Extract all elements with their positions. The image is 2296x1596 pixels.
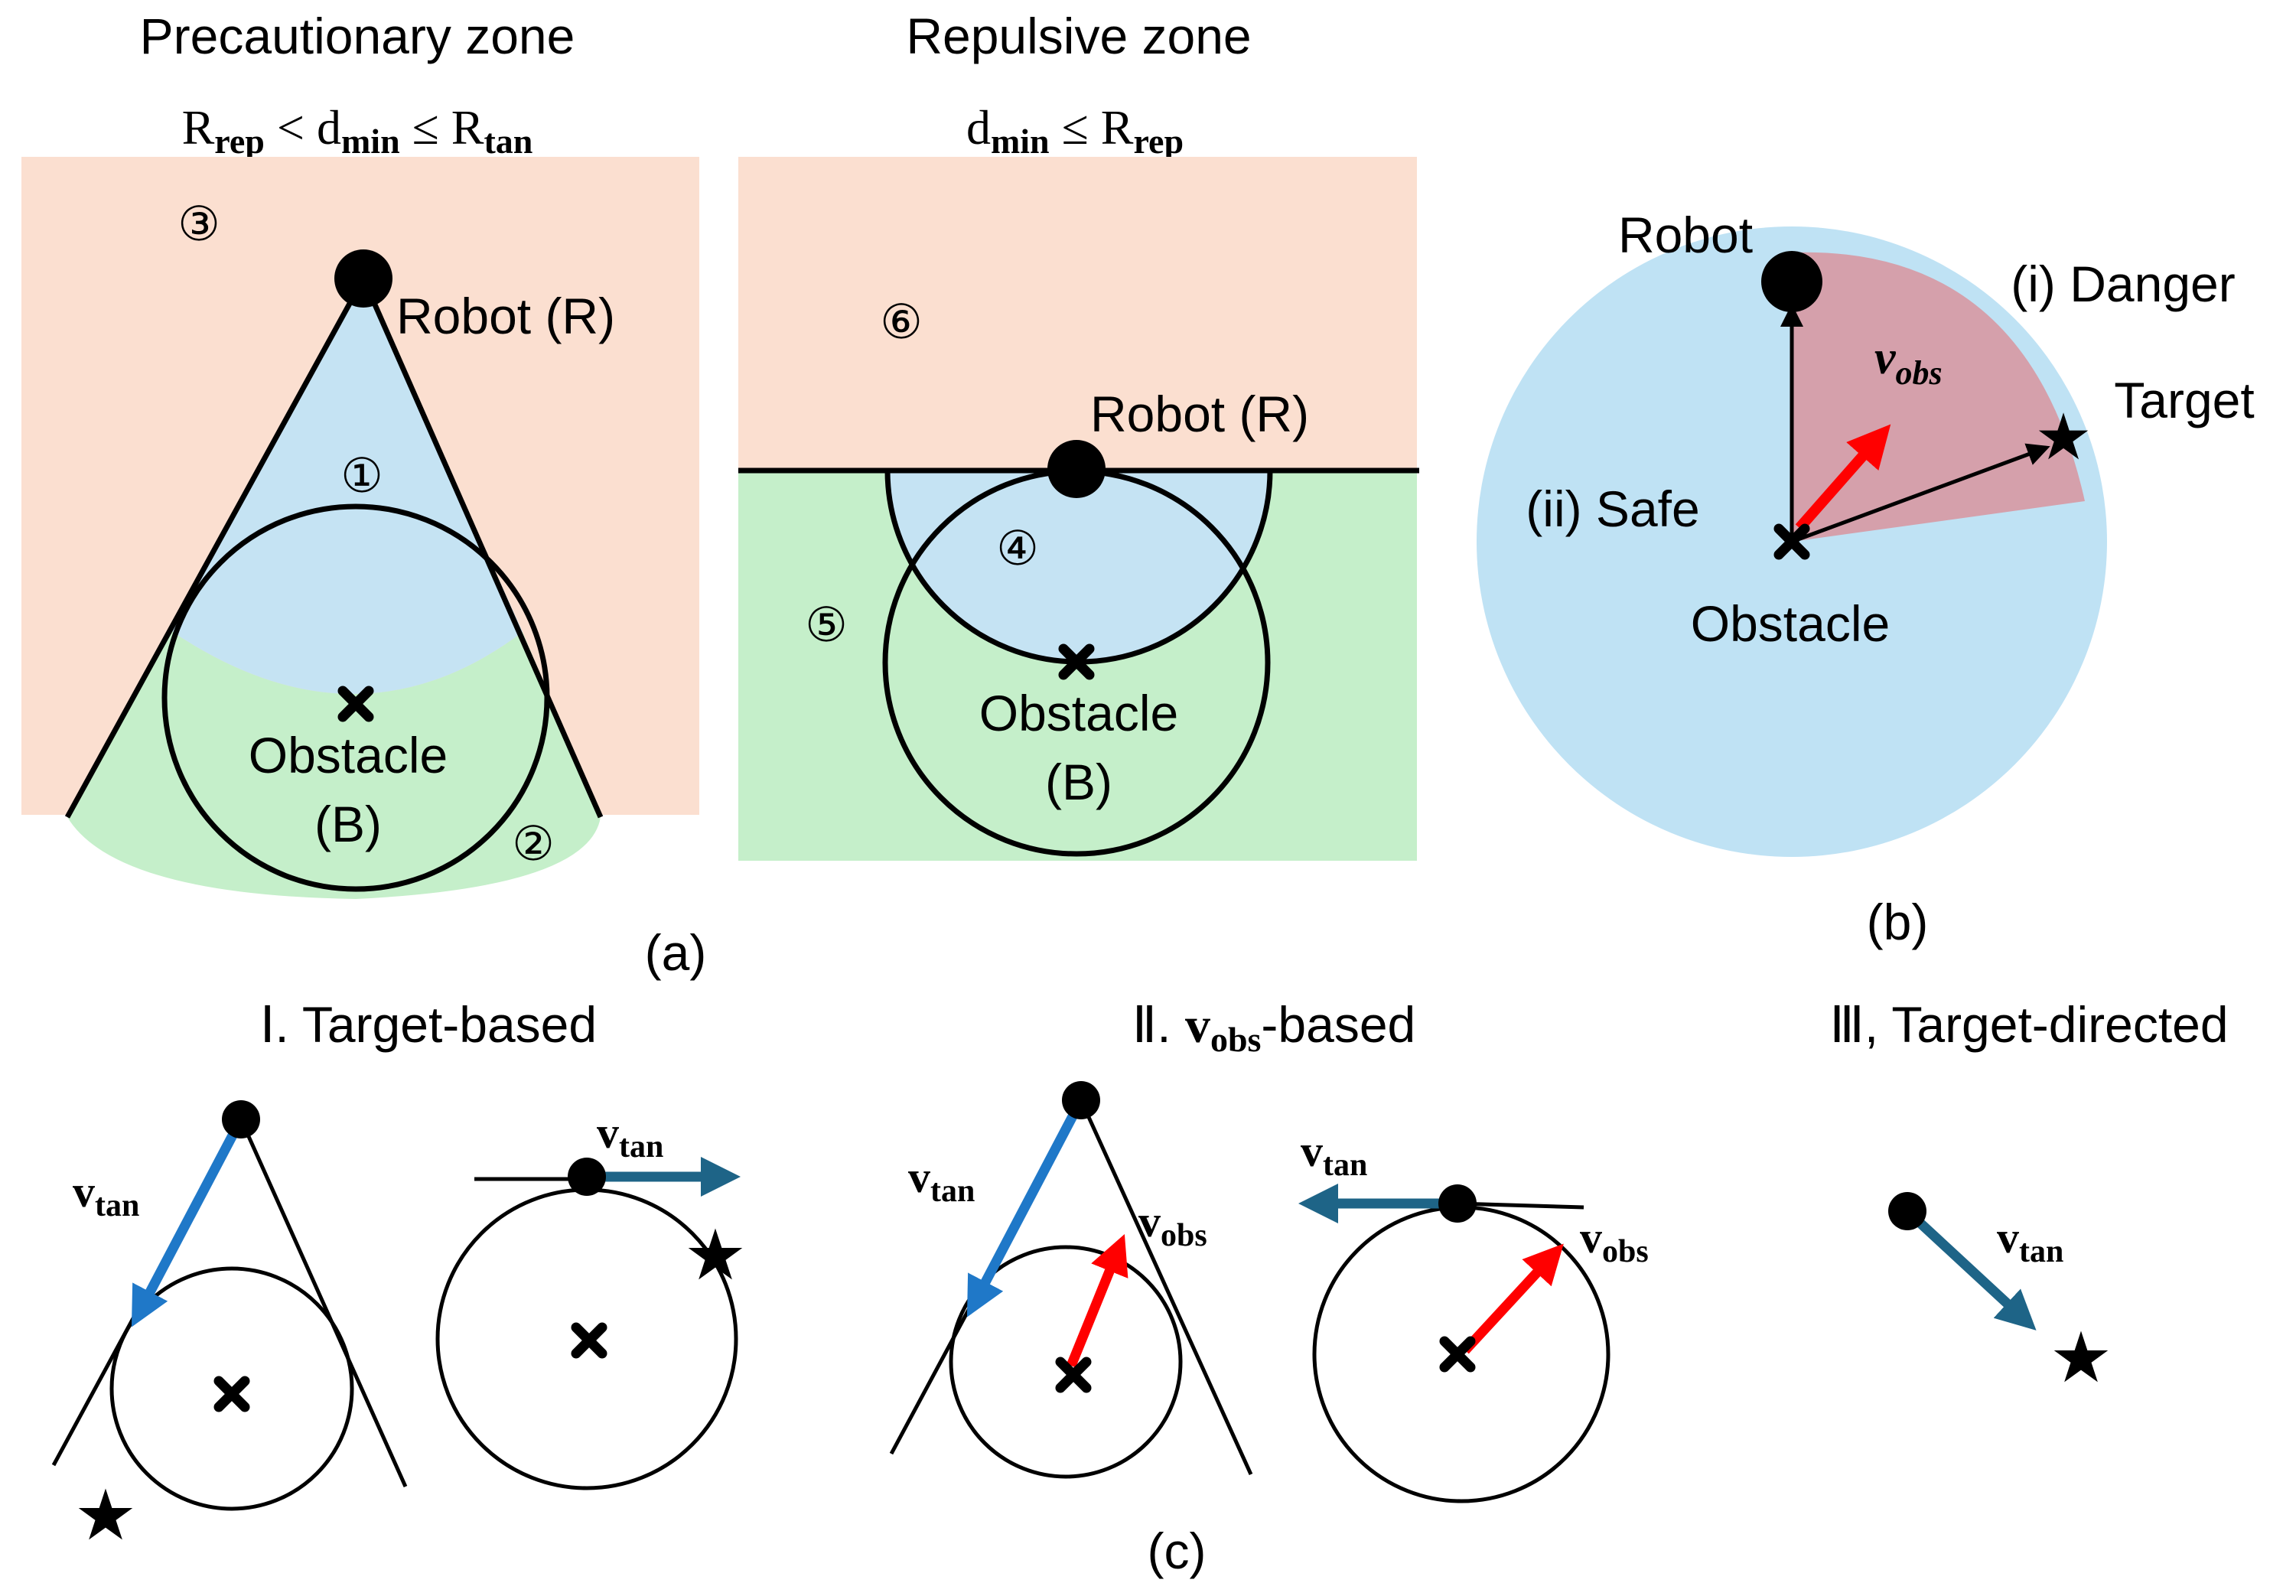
region-5-label: ⑤ [805,599,848,652]
obstacle-label-b: (B) [1045,754,1112,810]
vtan-label: vtan [597,1108,663,1164]
obstacle-center-mark [219,1381,245,1407]
case-2-repulsive: vtan vobs [1298,1126,1649,1503]
target-star-icon: ★ [684,1214,747,1296]
obstacle-circle [161,503,550,892]
region-6-background [738,157,1417,471]
obstacle-label-b: (B) [314,796,382,852]
obstacle-label: Obstacle [249,727,448,783]
precautionary-condition: Rrep < dmin ≤ Rtan [182,100,533,161]
vtan-arrow [1904,1207,2037,1331]
vtan-label: vtan [73,1167,139,1223]
title-vobs-based: Ⅱ. vobs-based [1132,996,1415,1059]
case-1-repulsive: ★ vtan [435,1108,747,1490]
obstacle-circle [109,1266,354,1511]
title-target-based: Ⅰ. Target-based [260,996,597,1053]
case-3-target-directed: ★ vtan [1888,1192,2112,1399]
region-2-label: ② [512,818,555,871]
region-6-label: ⑥ [880,296,923,349]
vobs-arrow [1066,1233,1128,1368]
target-direction-arrow [1791,443,2050,544]
vobs-arrow [1795,424,1891,532]
robot-dot [1438,1184,1477,1223]
obstacle-center-mark [1444,1341,1470,1367]
vobs-label: vobs [1138,1197,1207,1253]
vobs-label: vobs [1874,332,1943,392]
robot-label: Robot [1618,207,1753,263]
danger-label: (i) Danger [2011,256,2235,312]
boundary-line [1457,1201,1584,1210]
robot-label: Robot (R) [396,288,615,344]
target-label: Target [2114,372,2254,428]
robot-dot [1888,1192,1926,1230]
safe-label: (ii) Safe [1526,480,1699,537]
region-2-green [67,629,601,899]
vtan-label: vtan [908,1152,975,1209]
vtan-label: vtan [1301,1126,1367,1183]
precautionary-zone-title: Precautionary zone [140,8,575,64]
obstacle-label: Obstacle [1691,595,1890,652]
tangent-line-right [360,277,604,819]
vtan-arrow [131,1116,246,1327]
region-4-label: ④ [996,523,1039,575]
panel-b: ★ Robot (i) Danger Target (ii) Safe Obst… [1477,207,2255,857]
target-star-icon: ★ [74,1474,137,1556]
title-target-directed: Ⅲ, Target-directed [1829,996,2228,1053]
region-3-label: ③ [177,198,220,251]
region-1-blue [168,278,523,695]
panel-a-precautionary: Precautionary zone Rrep < dmin ≤ Rtan Ro… [21,8,699,899]
caption-c: (c) [1148,1523,1207,1579]
repulsive-zone-title: Repulsive zone [906,8,1251,64]
robot-dot [1062,1081,1100,1119]
caption-b: (b) [1867,894,1929,950]
case-2-precautionary: vtan vobs [889,1081,1253,1479]
robot-dot [568,1158,606,1196]
tangent-line-right [1079,1099,1253,1476]
region-1-label: ① [340,450,383,503]
tangent-line-left [64,277,366,819]
robot-label: Robot (R) [1090,386,1309,442]
robot-dot [222,1100,260,1138]
panel-a-repulsive: Repulsive zone dmin ≤ Rrep Robot (R) Obs… [738,8,1419,861]
vtan-arrow [966,1097,1086,1318]
case-1-precautionary: ★ vtan [51,1100,408,1556]
region-4-blue [887,471,1270,662]
tangent-line-right [239,1118,408,1488]
repulsive-condition: dmin ≤ Rrep [966,100,1184,161]
vtan-label: vtan [1997,1213,2063,1269]
obstacle-circle [949,1245,1183,1479]
robot-dot [1761,251,1822,312]
obstacle-center-mark [576,1327,602,1353]
target-star-icon: ★ [2034,399,2092,474]
caption-a: (a) [645,924,707,981]
target-star-icon: ★ [2050,1317,2112,1399]
vobs-label: vobs [1580,1213,1649,1269]
robot-dot [1047,440,1106,498]
obstacle-label: Obstacle [979,685,1178,741]
robot-dot [334,249,392,308]
vobs-arrow [1461,1243,1564,1354]
